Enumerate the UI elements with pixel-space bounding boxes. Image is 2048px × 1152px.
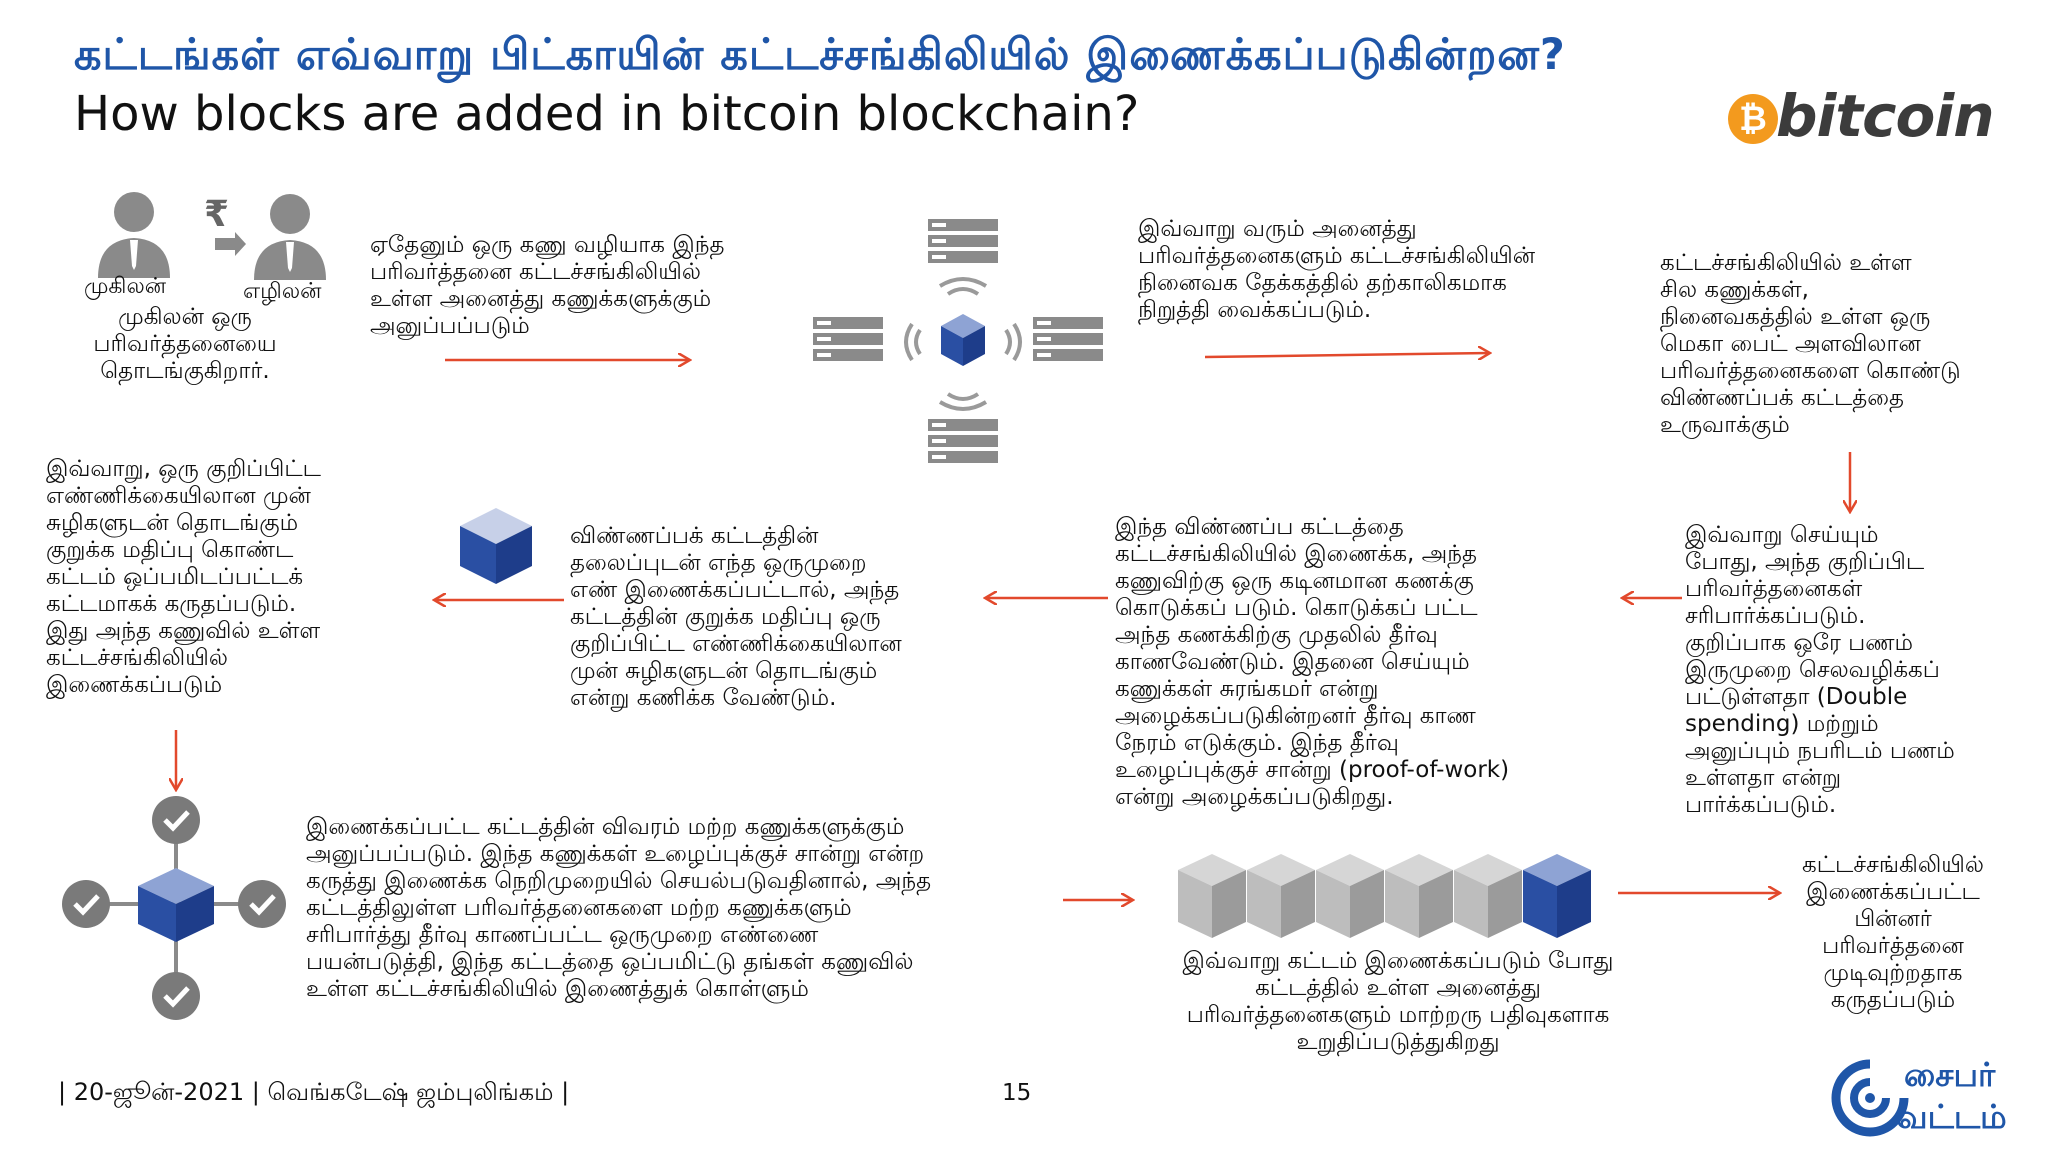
person-icon-receiver bbox=[254, 194, 326, 280]
receiver-label: எழிலன் bbox=[243, 279, 322, 304]
check-icon-bottom bbox=[152, 972, 200, 1020]
page-title-tamil: கட்டங்கள் எவ்வாறு பிட்காயின் கட்டச்சங்கி… bbox=[74, 30, 1566, 80]
server-icon-bottom bbox=[928, 419, 998, 463]
transfer-arrow-icon bbox=[215, 232, 246, 256]
server-icon-right bbox=[1033, 317, 1103, 361]
step9-text: இணைக்கப்பட்ட கட்டத்தின் விவரம் மற்ற கணுக… bbox=[306, 814, 932, 1002]
chain-block-cube-icon bbox=[1454, 854, 1522, 938]
brand-line1: சைபர் bbox=[1904, 1055, 1996, 1094]
blockchain-illustration bbox=[1178, 854, 1591, 938]
footer-date-author: | 20-ஜூன்-2021 | வெங்கடேஷ் ஜம்புலிங்கம் … bbox=[58, 1078, 570, 1106]
rupee-icon: ₹ bbox=[204, 194, 230, 235]
person-icon-sender bbox=[98, 192, 170, 278]
step3-text: இவ்வாறு வரும் அனைத்து பரிவர்த்தனைகளும் க… bbox=[1138, 216, 1536, 323]
step8-text: இவ்வாறு, ஒரு குறிப்பிட்ட எண்ணிக்கையிலான … bbox=[46, 456, 321, 698]
signal-waves-icon bbox=[904, 277, 1022, 411]
block-cube-icon bbox=[138, 868, 214, 942]
network-nodes-illustration bbox=[813, 219, 1103, 463]
step1-caption: முகிலன் ஒரு பரிவர்த்தனையை தொடங்குகிறார். bbox=[93, 304, 277, 384]
candidate-block-cube-icon bbox=[460, 508, 532, 584]
chain-block-cube-icon bbox=[1385, 854, 1453, 938]
arrow-step3-to-step4 bbox=[1204, 353, 1490, 357]
step4-text: கட்டச்சங்கிலியில் உள்ள சில கணுக்கள், நின… bbox=[1660, 250, 1961, 438]
step6-text: இந்த விண்ணப்ப கட்டத்தை கட்டச்சங்கிலியில்… bbox=[1115, 514, 1510, 810]
new-block-cube-icon bbox=[1523, 854, 1591, 938]
persons-illustration bbox=[98, 192, 326, 280]
check-icon-top bbox=[152, 796, 200, 844]
chain-block-cube-icon bbox=[1316, 854, 1384, 938]
bitcoin-logo: ₿ bitcoin bbox=[1728, 82, 1995, 154]
step5-text: இவ்வாறு செய்யும் போது, அந்த குறிப்பிட பர… bbox=[1685, 522, 1955, 818]
check-icon-left bbox=[62, 880, 110, 928]
step11-text: கட்டச்சங்கிலியில் இணைக்கப்பட்ட பின்னர் ப… bbox=[1802, 852, 1984, 1013]
step7-text: விண்ணப்பக் கட்டத்தின் தலைப்புடன் எந்த ஒர… bbox=[570, 523, 902, 711]
bitcoin-wordmark: bitcoin bbox=[1776, 82, 1995, 150]
page-title-english: How blocks are added in bitcoin blockcha… bbox=[74, 86, 1140, 142]
page-number: 15 bbox=[1002, 1080, 1032, 1106]
chain-block-cube-icon bbox=[1247, 854, 1315, 938]
cyber-vattam-icon bbox=[1831, 1059, 1909, 1137]
brand-line2: வட்டம் bbox=[1896, 1097, 2007, 1136]
cyber-vattam-logo: சைபர் வட்டம் bbox=[1830, 1054, 2040, 1150]
check-icon-right bbox=[238, 880, 286, 928]
step10-text: இவ்வாறு கட்டம் இணைக்கப்படும் போது கட்டத்… bbox=[1182, 948, 1614, 1055]
step2-text: ஏதேனும் ஒரு கணு வழியாக இந்த பரிவர்த்தனை … bbox=[370, 232, 725, 339]
bitcoin-icon: ₿ bbox=[1728, 94, 1778, 144]
server-icon-left bbox=[813, 317, 883, 361]
verified-network-illustration bbox=[62, 796, 286, 1020]
block-cube-icon bbox=[941, 314, 985, 366]
chain-block-cube-icon bbox=[1178, 854, 1246, 938]
sender-label: முகிலன் bbox=[84, 274, 167, 299]
server-icon-top bbox=[928, 219, 998, 263]
